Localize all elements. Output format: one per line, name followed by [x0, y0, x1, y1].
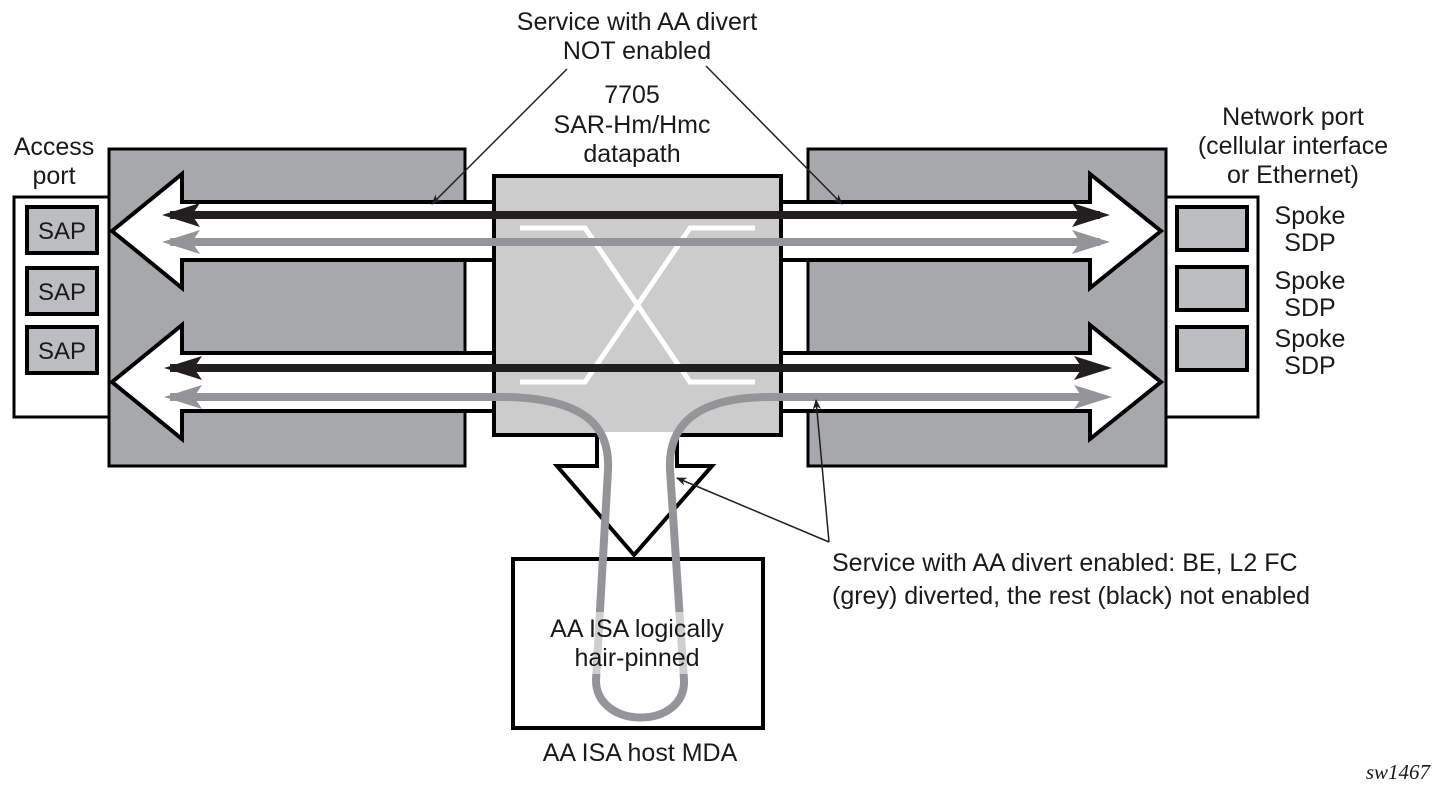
- spoke-sdp-3: [1175, 325, 1249, 372]
- access-port-label-line-2: port: [32, 162, 75, 190]
- lower-black-arrowhead-left: [164, 356, 202, 380]
- upper-black-arrowhead-left: [162, 203, 200, 227]
- sap-2: SAP: [25, 266, 99, 316]
- bottom-callout-line-2: (grey) diverted, the rest (black) not en…: [832, 582, 1310, 610]
- spoke-sdp-3-label-line-1: Spoke: [1275, 325, 1346, 353]
- access-port: SAP SAP SAP: [12, 195, 112, 419]
- isa-divert-arrow: [552, 435, 717, 559]
- sap-1: SAP: [25, 205, 99, 255]
- network-port-label-line-2: (cellular interface: [1198, 132, 1388, 160]
- network-port-label-line-1: Network port: [1222, 103, 1364, 131]
- lower-grey-arrowhead-right: [1074, 385, 1112, 409]
- figure-id: sw1467: [1366, 760, 1432, 784]
- lower-grey-arrowhead-left: [164, 385, 202, 409]
- switch-fabric-x: [520, 225, 755, 385]
- spoke-sdp-2-label-line-2: SDP: [1284, 294, 1335, 322]
- spoke-sdp-1-label-line-1: Spoke: [1275, 202, 1346, 230]
- sap-1-label: SAP: [38, 218, 86, 245]
- spoke-sdp-1: [1175, 205, 1249, 252]
- spoke-sdp-2-label-line-1: Spoke: [1275, 267, 1346, 295]
- datapath-label-line-3: datapath: [583, 140, 680, 168]
- upper-black-arrowhead-right: [1072, 203, 1110, 227]
- spoke-sdp-2: [1175, 265, 1249, 312]
- top-callout-line-2: NOT enabled: [563, 37, 711, 65]
- isa-inner-label-line-2: hair-pinned: [574, 644, 699, 672]
- lower-grey-diverted-flow: [170, 393, 1100, 722]
- lower-black-arrowhead-right: [1074, 356, 1112, 380]
- isa-host-mda-label: AA ISA host MDA: [543, 739, 738, 767]
- network-port-label-line-3: or Ethernet): [1227, 161, 1359, 189]
- sap-3: SAP: [25, 325, 99, 375]
- upper-grey-arrowhead-right: [1072, 230, 1110, 254]
- datapath-label-line-2: SAR-Hm/Hmc: [554, 111, 711, 139]
- lower-flows: [164, 356, 1112, 722]
- bottom-callout-leaders: [676, 398, 830, 543]
- bottom-callout-line-1: Service with AA divert enabled: BE, L2 F…: [832, 549, 1298, 577]
- access-port-label-line-1: Access: [14, 133, 95, 161]
- top-callout-line-1: Service with AA divert: [517, 8, 757, 36]
- upper-flows: [162, 203, 1110, 254]
- isa-inner-label-line-1: AA ISA logically: [550, 615, 724, 643]
- datapath-label-line-1: 7705: [604, 81, 660, 109]
- sap-3-label: SAP: [38, 338, 86, 365]
- spoke-sdp-1-label-line-2: SDP: [1284, 229, 1335, 257]
- sap-2-label: SAP: [38, 279, 86, 306]
- upper-grey-arrowhead-left: [162, 230, 200, 254]
- top-callout-leaders: [431, 65, 843, 205]
- spoke-sdp-3-label-line-2: SDP: [1284, 352, 1335, 380]
- network-port: [1164, 195, 1260, 419]
